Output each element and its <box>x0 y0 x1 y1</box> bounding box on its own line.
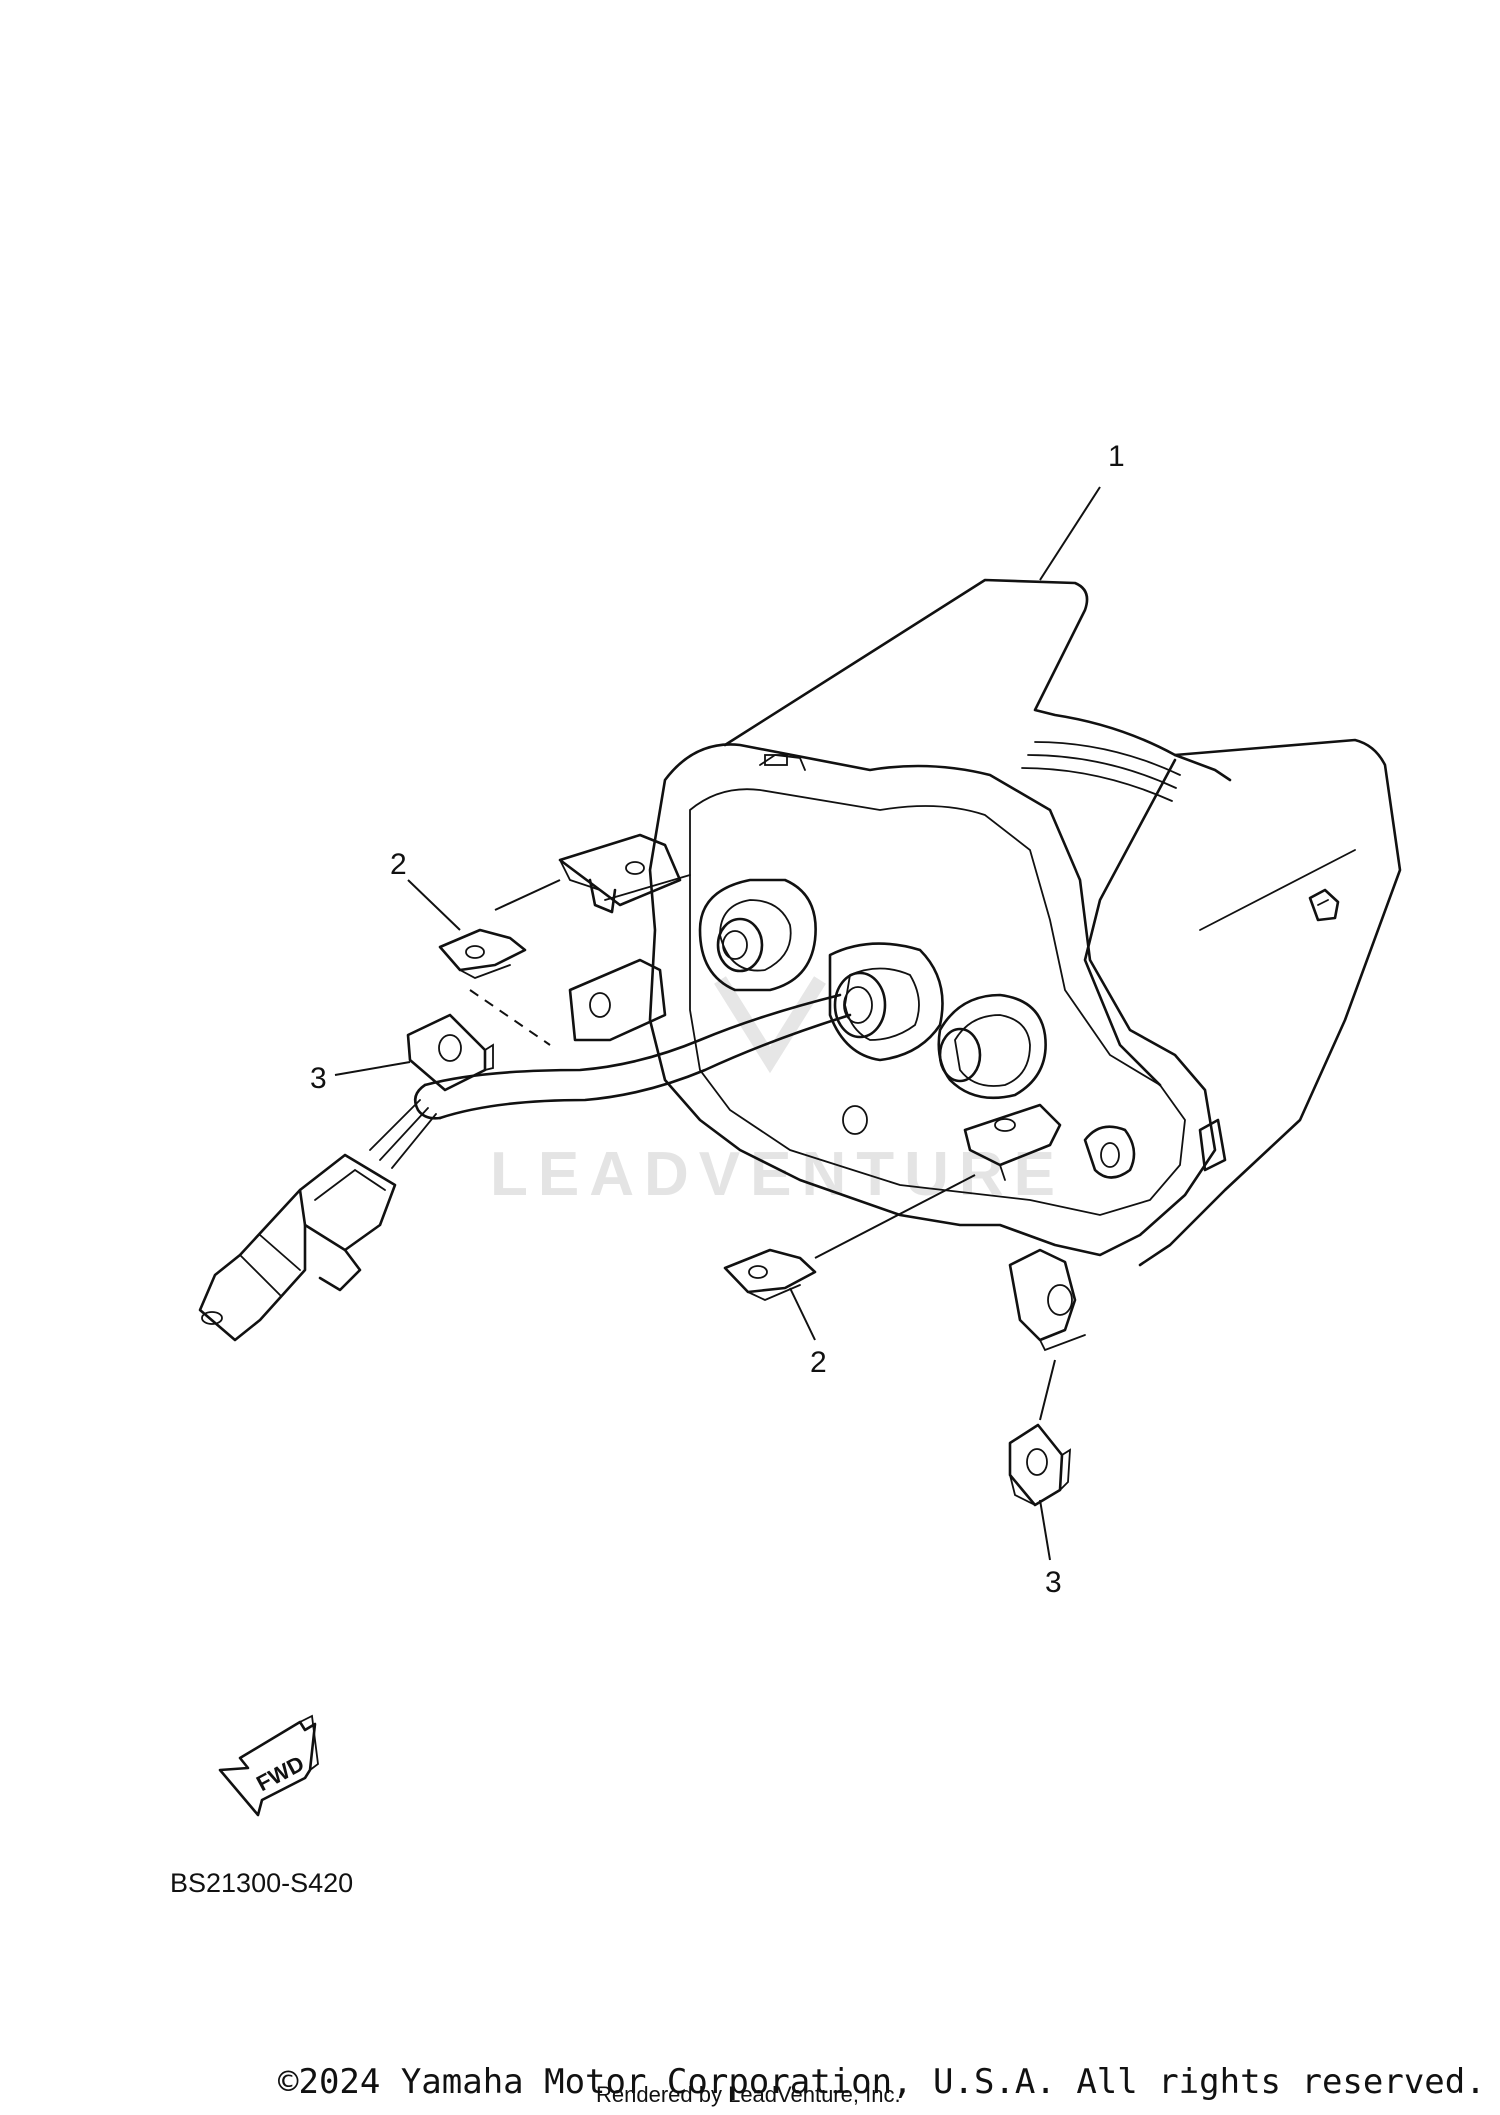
callout-part-1: 1 <box>1108 440 1125 473</box>
fwd-arrow-icon: FWD <box>218 1714 319 1817</box>
tail-light-assembly <box>198 578 1402 1352</box>
callout-part-2-upper: 2 <box>390 848 407 881</box>
nut-clip-upper <box>438 928 527 979</box>
callout-part-2-lower: 2 <box>810 1346 827 1379</box>
diagram-code: BS21300-S420 <box>170 1868 354 1898</box>
watermark-text: LEADVENTURE <box>490 1140 1065 1209</box>
leader-lines <box>334 486 1101 1561</box>
u-nut-right <box>1008 1423 1072 1507</box>
callout-part-3-right: 3 <box>1045 1566 1062 1599</box>
nut-clip-lower <box>723 1248 817 1301</box>
copyright-notice: ©2024 Yamaha Motor Corporation, U.S.A. A… <box>278 2062 1486 2102</box>
callout-part-3-left: 3 <box>310 1062 327 1095</box>
rendered-by-notice: Rendered by LeadVenture, Inc. <box>596 2082 901 2107</box>
u-nut-left <box>406 1013 494 1092</box>
watermark: LEADVENTURE <box>490 976 1065 1209</box>
